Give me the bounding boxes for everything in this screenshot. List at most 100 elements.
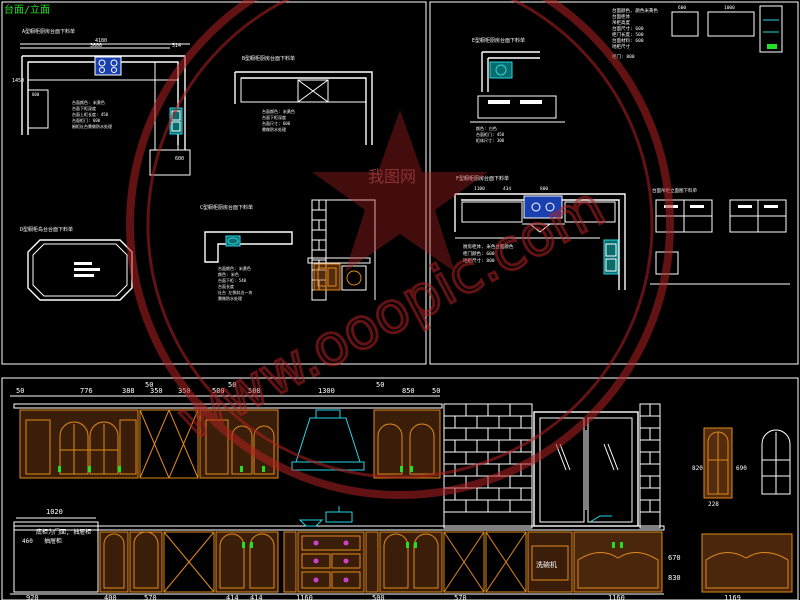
island-outline (27, 239, 133, 301)
cabinet-door (317, 267, 327, 287)
panel-title: 台面吊柜立面图下料单 (652, 187, 697, 194)
spec-bar (74, 262, 92, 265)
svg-text:850: 850 (402, 387, 415, 395)
note: 需做防水处理 (262, 126, 286, 132)
dim-label: 820 (692, 465, 703, 472)
svg-text:50: 50 (376, 381, 384, 389)
note: 台面下柜深度 (72, 105, 96, 111)
dim-label: 600 (678, 5, 686, 11)
countertop (307, 257, 371, 264)
spec-bar (74, 268, 100, 271)
detail-callout (13, 521, 99, 593)
svg-text:1300: 1300 (318, 387, 335, 395)
svg-text:1160: 1160 (296, 594, 313, 600)
note: 台面上柜长度: 450 (72, 111, 109, 117)
svg-text:50: 50 (228, 381, 236, 389)
plan-6: F型橱柜厨房台面下料单 1100 434 800 厨房柜体, 米色台面颜色 柜门… (454, 175, 626, 290)
panel-boxes: 台面吊柜立面图下料单 (650, 187, 790, 285)
note: 柜门长度: 500 (612, 31, 644, 38)
dim-label: 1169 (724, 594, 741, 600)
wall-return (149, 149, 191, 176)
svg-text:350: 350 (150, 387, 163, 395)
sink-icon (603, 239, 619, 275)
note: 台面下柜: 540 (218, 277, 247, 283)
svg-text:920: 920 (26, 594, 39, 600)
drawer-handle (488, 100, 510, 104)
note: 台面材料: 600 (612, 37, 644, 44)
plan-4-title: D型橱柜岛台台面下料单 (20, 226, 73, 233)
plan-6-title: F型橱柜厨房台面下料单 (456, 175, 509, 182)
note: 台面尺寸: 600 (262, 120, 291, 126)
appliance-box (297, 79, 329, 103)
dim-label: 460 (22, 538, 33, 545)
watermark-text: 我图网 (368, 167, 416, 186)
sink-icon (225, 235, 241, 247)
watermark-star-icon (312, 110, 488, 272)
spec-box (671, 11, 699, 37)
wall-outline (326, 199, 376, 300)
wall-outline (234, 71, 373, 145)
note: 灶台 左侧封边一块 (218, 289, 252, 295)
plan-1-title: A型橱柜厨房台面下料单 (22, 28, 75, 35)
svg-text:388: 388 (122, 387, 135, 395)
dim-label: 514 (172, 43, 181, 49)
wall-outline (481, 51, 540, 92)
svg-text:50: 50 (145, 381, 153, 389)
plan-5-title: E型橱柜厨房台面下料单 (472, 37, 525, 44)
note: 地柜尺寸 (612, 43, 630, 50)
sink-base (573, 531, 663, 593)
detail-base: 1169 (701, 533, 793, 600)
hob-icon (523, 195, 563, 219)
plan-3-title: C型橱柜厨房台面下料单 (200, 204, 253, 211)
dim-label: 600 (175, 156, 184, 162)
spec-box (707, 11, 755, 37)
wok-icon (298, 519, 324, 527)
note: 橱柜灶台需做防水处理 (72, 123, 112, 129)
island-inner (32, 243, 128, 297)
status-mark (767, 44, 777, 49)
cabinet-door (327, 267, 337, 287)
dim-label: 800 (32, 92, 40, 97)
dim-label: 1020 (46, 508, 63, 516)
drawer-label: 抽屉柜 (44, 537, 62, 545)
svg-text:500: 500 (212, 387, 225, 395)
dim-label: 1100 (474, 186, 485, 192)
tall-unit (759, 5, 783, 53)
note: 台面颜色: 米黄色 (262, 108, 295, 114)
base-cabinets: 洗碗机 (99, 531, 663, 593)
svg-text:776: 776 (80, 387, 93, 395)
wall-cabinets (19, 409, 441, 479)
panel-top-right (429, 1, 799, 365)
dim-label: 690 (736, 465, 747, 472)
watermark-ring (126, 0, 674, 499)
header-tag: 台面/立面 (4, 3, 50, 16)
sink-icon (489, 61, 513, 79)
note: 台面柜体 (612, 13, 630, 20)
bottom-dim-labels: 920 400 570 414 414 1160 500 570 1160 (26, 594, 625, 600)
note: 台面颜色: 米黄色 (72, 99, 105, 105)
svg-text:50: 50 (432, 387, 440, 395)
wall-cabinet (564, 201, 616, 223)
note: 台面颜色, 颜色米黄色 (612, 7, 658, 14)
svg-text:414: 414 (226, 594, 239, 600)
svg-text:414: 414 (250, 594, 263, 600)
svg-text:500: 500 (248, 387, 261, 395)
dim-label: 3600 (90, 43, 102, 49)
svg-text:570: 570 (144, 594, 157, 600)
plan-1: A型橱柜厨房台面下料单 4180 3600 514 1450 800 600 台… (12, 28, 191, 176)
note: 颜色: 白色 (476, 125, 497, 131)
dim-label: 1450 (12, 78, 24, 84)
note: 台面长度 (218, 283, 234, 289)
dishwasher-label: 洗碗机 (536, 560, 557, 569)
dim-label: 4180 (95, 38, 107, 44)
dim-label: 1000 (724, 5, 735, 11)
door-outline (761, 429, 791, 495)
detail-cabinet: 820 690 228 (692, 427, 791, 508)
wall-outline (454, 193, 626, 290)
note: 台面颜色: 米黄色 (218, 265, 251, 271)
svg-text:400: 400 (104, 594, 117, 600)
oven (341, 265, 367, 291)
note: 柜门颜色: 600 (463, 250, 495, 257)
counter-note: 底柜为门面, 抽屉柜 (36, 528, 91, 536)
